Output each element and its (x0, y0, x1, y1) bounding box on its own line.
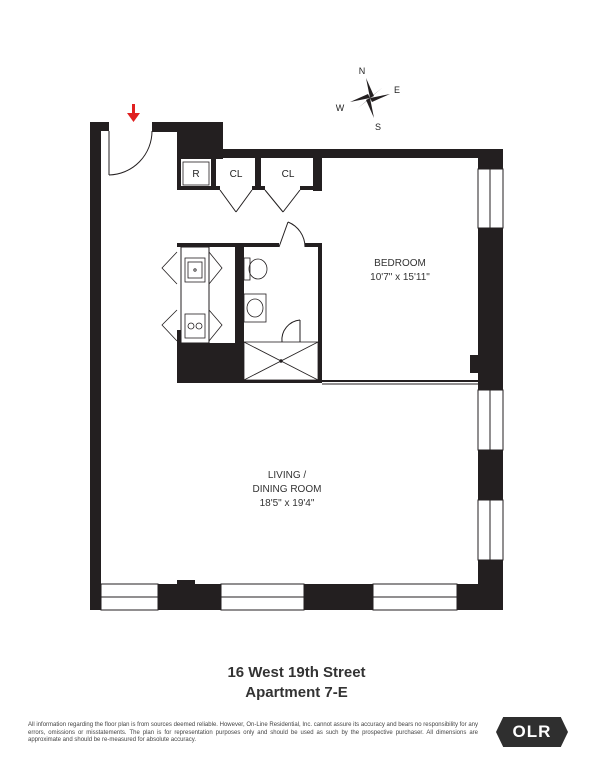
bedroom-dims: 10'7" x 15'11" (370, 272, 430, 283)
bathroom (243, 257, 319, 381)
compass-icon (350, 78, 390, 118)
bedroom-name: BEDROOM (374, 258, 426, 269)
address-street: 16 West 19th Street (227, 664, 366, 681)
compass-north: N (359, 66, 366, 76)
shower-icon (243, 341, 319, 381)
stove-icon (184, 313, 206, 339)
closet-2-label: CL (282, 169, 295, 180)
compass-south: S (375, 122, 381, 132)
kitchen-cabinet-doors (161, 251, 178, 342)
living-name-line1: LIVING / (268, 470, 307, 481)
interior-walls (177, 157, 478, 383)
kitchen-counter (180, 246, 210, 344)
living-name-line2: DINING ROOM (253, 484, 322, 495)
closet-1-door[interactable] (219, 189, 253, 213)
kitchen (161, 246, 223, 344)
olr-logo: OLR (496, 717, 568, 747)
address-apartment: Apartment 7-E (245, 684, 348, 701)
disclaimer-text: All information regarding the floor plan… (28, 722, 478, 743)
doors (108, 130, 306, 343)
refrigerator-icon (182, 161, 210, 186)
toilet-icon (243, 257, 268, 281)
bathroom-sink-icon (243, 293, 267, 323)
shower-door (281, 319, 301, 343)
closet-1-label: CL (230, 169, 243, 180)
refrigerator-label: R (192, 169, 199, 180)
kitchen-sink-icon (184, 257, 206, 283)
bathroom-door[interactable] (278, 221, 306, 248)
compass-east: E (394, 85, 400, 95)
windows (100, 168, 504, 611)
living-dims: 18'5" x 19'4" (260, 498, 315, 509)
closet-2-door[interactable] (264, 189, 301, 213)
compass-west: W (336, 103, 345, 113)
entry-arrow-icon (127, 104, 140, 122)
exterior-walls (90, 122, 503, 610)
entry-door[interactable] (108, 130, 153, 176)
